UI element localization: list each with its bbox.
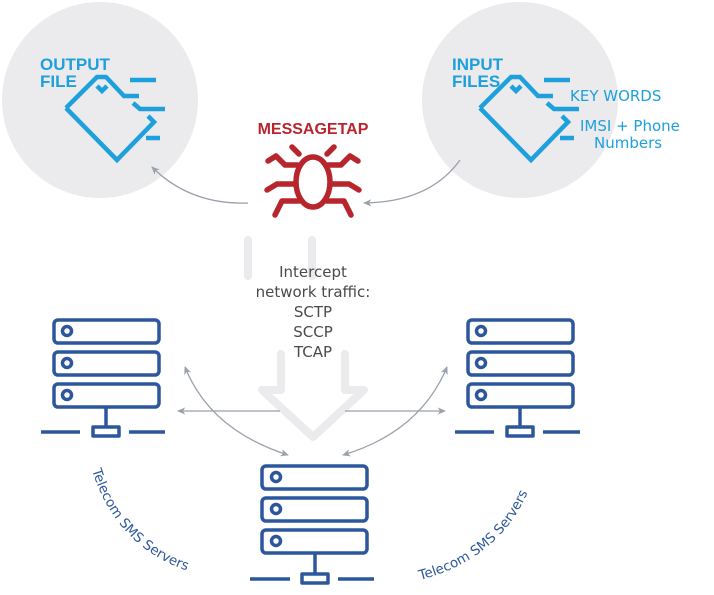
input-files-icon (478, 74, 579, 164)
arrow-right-server-bidirectional (342, 366, 448, 457)
arrow-input-to-bug (363, 159, 461, 207)
intercept-line1: Intercept (279, 263, 347, 281)
input-keywords-label: KEY WORDS (570, 87, 661, 105)
output-file-circle (2, 2, 198, 198)
right-server-caption-path: Telecom SMS Servers (416, 487, 531, 584)
protocol-tcap: TCAP (293, 343, 332, 361)
input-imsi-label-line1: IMSI + Phone (580, 117, 680, 135)
server-icon-right (455, 318, 580, 438)
bug-icon (264, 144, 362, 218)
arrow-bug-to-output (151, 166, 249, 204)
output-file-icon (64, 74, 165, 164)
input-imsi-label-line2: Numbers (594, 134, 662, 152)
output-file-label-line2: FILE (40, 72, 77, 91)
left-server-caption-path: Telecom SMS Servers (88, 465, 191, 574)
protocol-sctp: SCTP (294, 303, 332, 321)
intercept-line2: network traffic: (256, 283, 371, 301)
protocol-sccp: SCCP (293, 323, 333, 341)
output-file-label-line1: OUTPUT (40, 55, 111, 74)
server-icon-left (41, 318, 165, 438)
input-files-circle (422, 2, 618, 198)
left-server-caption: Telecom SMS Servers (88, 465, 191, 574)
messagetap-label: MESSAGETAP (258, 121, 369, 138)
right-server-caption: Telecom SMS Servers (416, 487, 531, 584)
server-icon-center (250, 464, 374, 585)
input-files-label-line2: FILES (452, 72, 500, 91)
input-files-label-line1: INPUT (452, 55, 504, 74)
arrow-left-server-bidirectional (184, 366, 289, 457)
